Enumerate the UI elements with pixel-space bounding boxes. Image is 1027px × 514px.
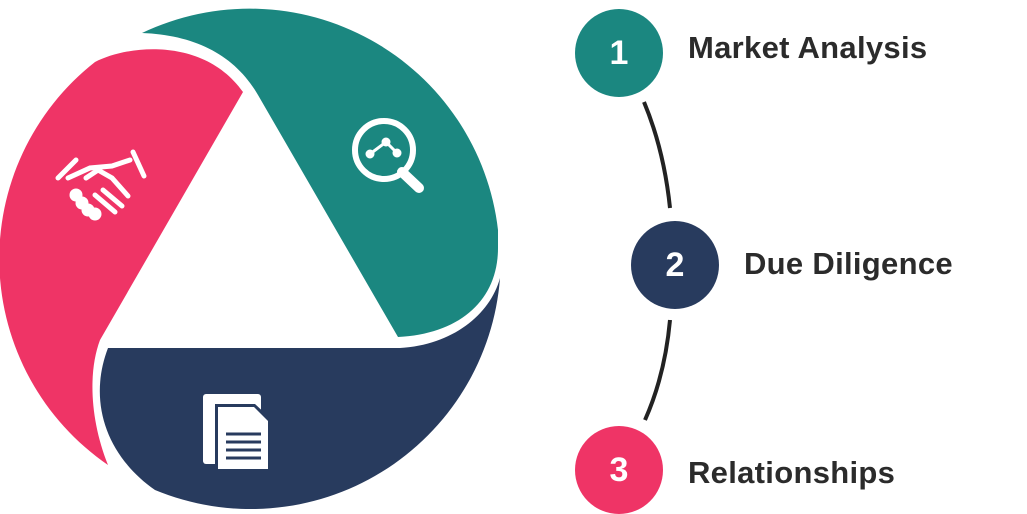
step-1-label: Market Analysis [688,30,928,65]
connector-line-2-3 [643,319,672,421]
magnifier-chart-icon [352,118,424,193]
segment-relationships [0,49,243,465]
step-2-badge: 2 [631,221,719,309]
step-3-badge: 3 [575,426,663,514]
segment-due-diligence [99,278,500,510]
document-icon [203,394,270,470]
segment-market-analysis [142,8,498,338]
step-1-badge: 1 [575,9,663,97]
step-2-label: Due Diligence [744,246,953,281]
step-3-label: Relationships [688,455,896,490]
connector-line-1-2 [642,101,672,209]
handshake-icon [55,149,147,221]
